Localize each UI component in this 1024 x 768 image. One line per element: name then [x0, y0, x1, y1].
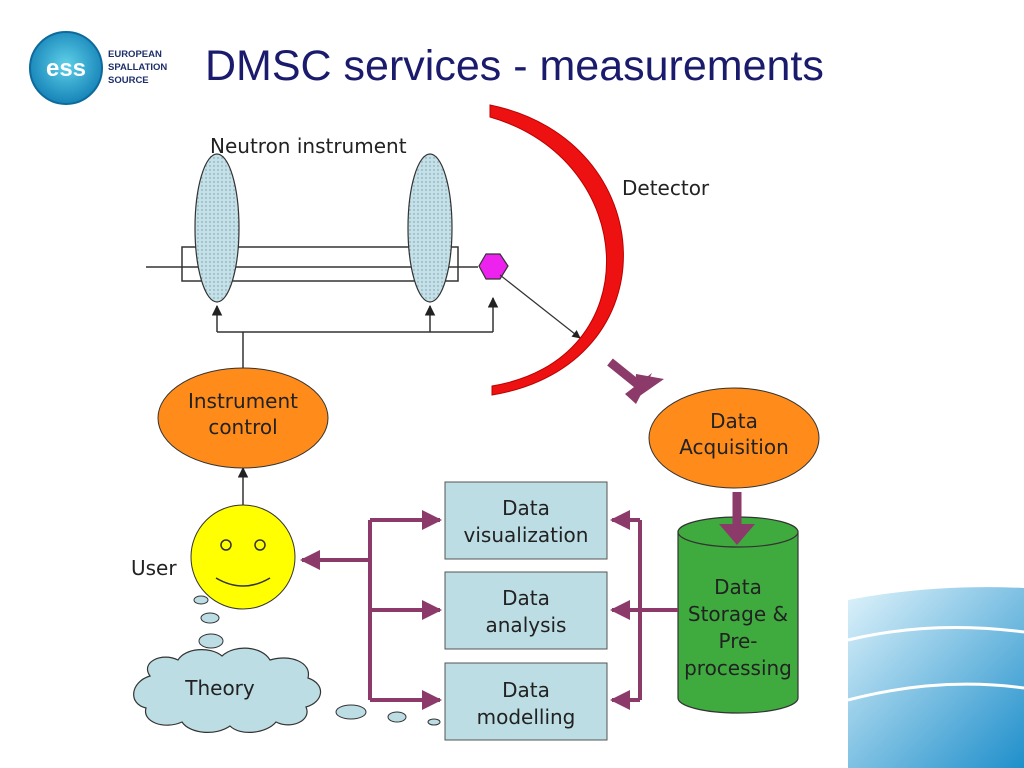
logo-line-2: SPALLATION	[108, 62, 167, 73]
logo-mark: ess	[46, 55, 86, 82]
user-label: User	[131, 556, 177, 580]
user-smiley-icon	[190, 504, 296, 610]
beam-guide	[181, 246, 459, 282]
data-visualization-line-1: Data	[502, 496, 550, 520]
instrument-control-line-1: Instrument	[188, 389, 298, 413]
data-analysis-line-2: analysis	[486, 613, 567, 637]
detector-arc	[489, 104, 624, 396]
data-modelling-line-2: modelling	[477, 705, 576, 729]
instrument-control-node	[157, 367, 329, 469]
corner-decoration	[847, 587, 1024, 768]
detector-to-acquisition-arrow	[607, 358, 664, 404]
data-analysis-line-1: Data	[502, 586, 550, 610]
data-visualization-line-2: visualization	[464, 523, 589, 547]
services-to-user-connectors	[300, 510, 442, 710]
optics-lens-2	[407, 153, 453, 303]
storage-to-services-connectors	[610, 510, 678, 710]
detector-label: Detector	[622, 176, 710, 200]
control-lines	[211, 296, 499, 508]
data-storage-line-2: Storage &	[688, 602, 788, 626]
acquisition-to-storage-arrow	[719, 492, 755, 545]
data-storage-line-4: processing	[684, 656, 792, 680]
neutron-instrument-label: Neutron instrument	[210, 134, 407, 158]
slide-title: DMSC services - measurements	[205, 42, 824, 90]
instrument-control-line-2: control	[208, 415, 277, 439]
data-acquisition-line-1: Data	[710, 409, 758, 433]
data-storage-line-1: Data	[714, 575, 762, 599]
thought-bubbles	[193, 595, 441, 726]
data-acquisition-node	[648, 387, 820, 489]
data-storage-line-3: Pre-	[718, 629, 757, 653]
theory-label: Theory	[184, 676, 255, 700]
data-visualization-box	[444, 481, 608, 560]
data-acquisition-line-2: Acquisition	[679, 435, 789, 459]
data-analysis-box	[444, 571, 608, 650]
theory-cloud	[133, 647, 322, 733]
data-modelling-line-1: Data	[502, 678, 550, 702]
sample-hexagon	[478, 253, 509, 280]
ess-logo: ess EUROPEAN SPALLATION SOURCE	[29, 31, 167, 105]
scattered-neutron-arrow	[499, 274, 581, 339]
logo-line-3: SOURCE	[108, 75, 149, 86]
data-modelling-box	[444, 662, 608, 741]
logo-line-1: EUROPEAN	[108, 49, 162, 60]
optics-lens-1	[194, 153, 240, 303]
